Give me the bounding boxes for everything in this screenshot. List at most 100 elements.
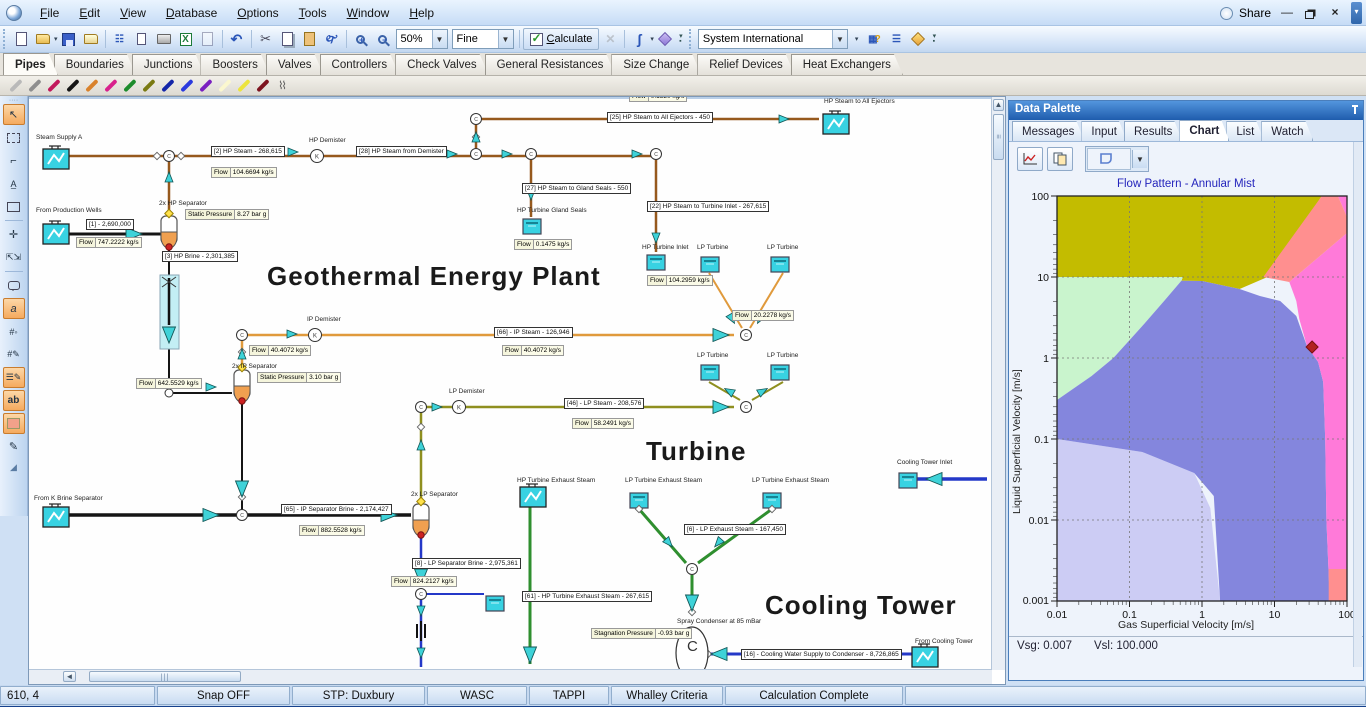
node-label[interactable]: 2x IP Separator (232, 363, 277, 371)
flow-label[interactable]: Flow104.6694 kg/s (211, 167, 277, 178)
flow-label[interactable]: Flow104.2959 kg/s (647, 275, 713, 286)
quality-combo[interactable]: Fine▼ (452, 29, 514, 49)
pipe-label[interactable]: [6] - LP Exhaust Steam - 167,450 (684, 524, 786, 535)
minimize-button[interactable]: — (1277, 5, 1297, 21)
tab-boundaries[interactable]: Boundaries (54, 54, 136, 75)
open-file-button[interactable] (33, 29, 53, 49)
paste-button[interactable] (300, 29, 320, 49)
menu-database[interactable]: Database (156, 3, 227, 23)
menu-tools[interactable]: Tools (289, 3, 337, 23)
share-button[interactable]: Share (1239, 6, 1271, 20)
pipe-label[interactable]: [22] HP Steam to Turbine Inlet - 267,615 (647, 201, 769, 212)
lp-turbine-tank[interactable] (771, 365, 789, 380)
unit-grid-button[interactable]: ▦? (864, 29, 884, 49)
node-label[interactable]: LP Demister (449, 388, 485, 396)
toolbar-options-icon[interactable]: ▾▪ (676, 29, 686, 49)
share-icon[interactable] (1220, 7, 1233, 20)
node-label[interactable]: LP Turbine (767, 244, 798, 252)
tab-watch[interactable]: Watch (1261, 121, 1313, 141)
flow-label[interactable]: Flow0.1475 kg/s (514, 239, 572, 250)
brine-tank[interactable] (486, 596, 504, 611)
section-title-turbine[interactable]: Turbine (646, 436, 746, 467)
zoom-out-button[interactable]: − (373, 29, 393, 49)
unit-system-combo[interactable]: System International▼ (698, 29, 848, 49)
steam-supply-boundary[interactable] (43, 146, 69, 169)
menu-edit[interactable]: Edit (69, 3, 110, 23)
restore-button[interactable] (1305, 11, 1314, 19)
marquee-select-tool[interactable] (3, 127, 25, 148)
number-pen-tool[interactable]: #✎ (3, 344, 25, 365)
stop-calculation-button[interactable]: ✕ (600, 29, 620, 49)
node-label[interactable]: HP Turbine Gland Seals (517, 207, 587, 215)
production-wells-boundary[interactable] (43, 221, 69, 244)
pipe-pen-olive[interactable] (139, 77, 158, 95)
node-label[interactable]: HP Steam to All Ejectors (824, 98, 895, 106)
lasso-select-tool[interactable]: ⌐ (3, 150, 25, 171)
pipe-pen-black[interactable] (63, 77, 82, 95)
flow-label[interactable]: Flow0.1520 kg/s (629, 97, 687, 102)
tab-junctions[interactable]: Junctions (132, 54, 205, 75)
pipe-pen-dark-red[interactable] (253, 77, 272, 95)
tab-size-change[interactable]: Size Change (611, 54, 701, 75)
pipe-pen-yellow[interactable] (234, 77, 253, 95)
menu-options[interactable]: Options (227, 3, 288, 23)
script-button[interactable]: ʃ (629, 29, 649, 49)
tab-input[interactable]: Input (1081, 121, 1127, 141)
flow-label[interactable]: Flow40.4072 kg/s (502, 345, 564, 356)
print-preview-button[interactable] (132, 29, 152, 49)
node-label[interactable]: LP Turbine (697, 352, 728, 360)
pipe-pen-orange[interactable] (82, 77, 101, 95)
cut-button[interactable]: ✂ (256, 29, 276, 49)
toolbar-overflow-button[interactable]: ▾ (1351, 2, 1362, 24)
page-setup-button[interactable]: ☷ (110, 29, 130, 49)
lp-separator-vessel[interactable] (413, 497, 429, 538)
strainer-icon[interactable] (417, 621, 425, 641)
select-tool[interactable]: ↖ (3, 104, 25, 125)
schematic-drawing[interactable]: C K (29, 97, 992, 670)
draw-pencil-tool[interactable]: ✎ (3, 436, 25, 457)
export-button[interactable] (198, 29, 218, 49)
section-title-plant[interactable]: Geothermal Energy Plant (267, 261, 601, 292)
ejectors-boundary[interactable] (823, 111, 849, 134)
from-cooling-tower-boundary[interactable] (912, 644, 938, 667)
pipe-label[interactable]: [3] HP Brine - 2,301,385 (162, 251, 238, 262)
pan-tool[interactable]: ✛ (3, 224, 25, 245)
script-caret-icon[interactable]: ▾ (650, 35, 654, 43)
node-label[interactable]: From Cooling Tower (915, 638, 973, 646)
frame-tool[interactable] (3, 196, 25, 217)
pipe-label[interactable]: [46] - LP Steam - 208,576 (564, 398, 644, 409)
pressure-label[interactable]: Static Pressure3.10 bar g (257, 372, 341, 383)
pipe-pen-green[interactable] (120, 77, 139, 95)
tab-check-valves[interactable]: Check Valves (395, 54, 488, 75)
flow-label[interactable]: Flow58.2491 kg/s (572, 418, 634, 429)
turbine-inlet-tank[interactable] (647, 255, 665, 270)
tab-controllers[interactable]: Controllers (320, 54, 400, 75)
list-pen-tool[interactable]: ☰✎ (3, 367, 25, 388)
node-label[interactable]: Steam Supply A (36, 134, 82, 142)
chevron-down-icon[interactable]: ▼ (832, 30, 847, 48)
menu-view[interactable]: View (110, 3, 156, 23)
save-button[interactable] (59, 29, 79, 49)
close-button[interactable]: × (1325, 5, 1345, 21)
zoom-level-combo[interactable]: 50%▼ (396, 29, 448, 49)
chevron-down-icon[interactable]: ▼ (498, 30, 513, 48)
pipe-pen-gray[interactable] (25, 77, 44, 95)
scroll-left-button[interactable]: ◄ (63, 671, 76, 682)
node-label[interactable]: From Production Wells (36, 207, 102, 215)
hp-separator-vessel[interactable] (161, 209, 177, 250)
list-options-button[interactable]: ☰ (886, 29, 906, 49)
copy-button[interactable] (278, 29, 298, 49)
hp-exhaust-boundary[interactable] (520, 484, 546, 507)
canvas-horizontal-scrollbar[interactable]: ◄ ||| (29, 669, 992, 684)
node-label[interactable]: HP Turbine Inlet (642, 244, 689, 252)
menu-window[interactable]: Window (337, 3, 400, 23)
pipe-pen-magenta[interactable] (101, 77, 120, 95)
text-label-tool[interactable]: a (3, 298, 25, 319)
flow-label[interactable]: Flow40.4072 kg/s (249, 345, 311, 356)
node-label[interactable]: 2x LP Separator (411, 491, 458, 499)
node-label[interactable]: From K Brine Separator (34, 495, 103, 503)
tab-list[interactable]: List (1226, 121, 1264, 141)
number-pin-tool[interactable]: #◦ (3, 321, 25, 342)
tappi-setting[interactable]: TAPPI (529, 686, 609, 705)
pressure-label[interactable]: Stagnation Pressure-0.93 bar g (591, 628, 692, 639)
